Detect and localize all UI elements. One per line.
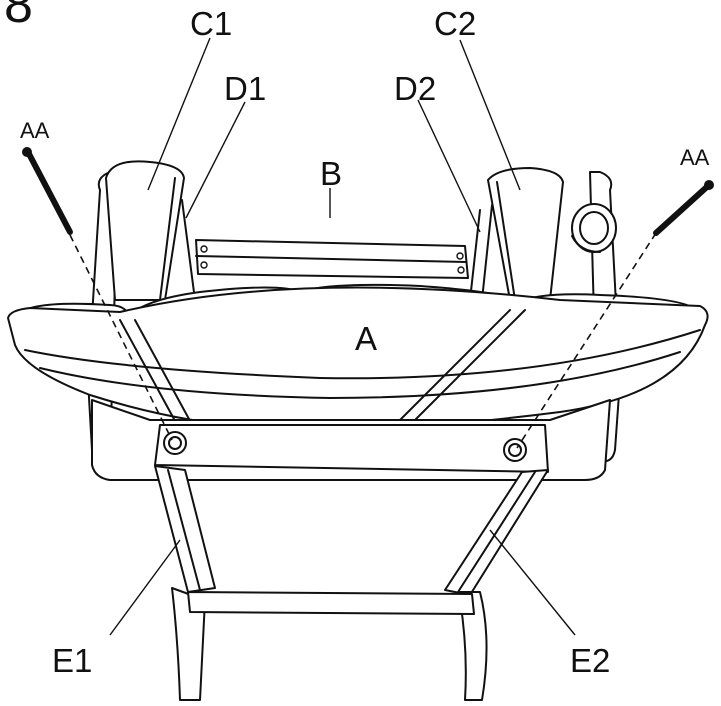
- brace-d1: [181, 199, 196, 301]
- front-leg-e2: [444, 469, 549, 701]
- label-d1: D1: [224, 70, 266, 107]
- step-number: 8: [4, 0, 33, 34]
- label-aa-left: AA: [20, 118, 50, 143]
- front-seat-board: [7, 286, 709, 431]
- label-b: B: [320, 155, 342, 192]
- label-a: A: [355, 320, 377, 357]
- front-leg-e1: [154, 465, 216, 701]
- screw-aa-left: [22, 147, 173, 441]
- screw-hole-right: [503, 438, 527, 462]
- arm-post-c1: [105, 160, 185, 301]
- cup-holder: [571, 203, 617, 253]
- screw-aa-right: [516, 180, 714, 449]
- lower-cross-brace: [187, 591, 475, 615]
- leader-lines: [109, 37, 576, 636]
- brace-d2: [469, 204, 493, 301]
- label-e2: E2: [570, 642, 610, 679]
- back-diagonals: [119, 309, 526, 431]
- label-aa-right: AA: [680, 145, 710, 170]
- board-b: [195, 239, 469, 279]
- label-e1: E1: [52, 642, 92, 679]
- arm-post-c2: [487, 167, 564, 301]
- screw-hole-left: [163, 431, 187, 455]
- front-stretcher: [154, 424, 549, 473]
- label-c2: C2: [434, 5, 476, 42]
- label-d2: D2: [394, 70, 436, 107]
- label-c1: C1: [190, 5, 232, 42]
